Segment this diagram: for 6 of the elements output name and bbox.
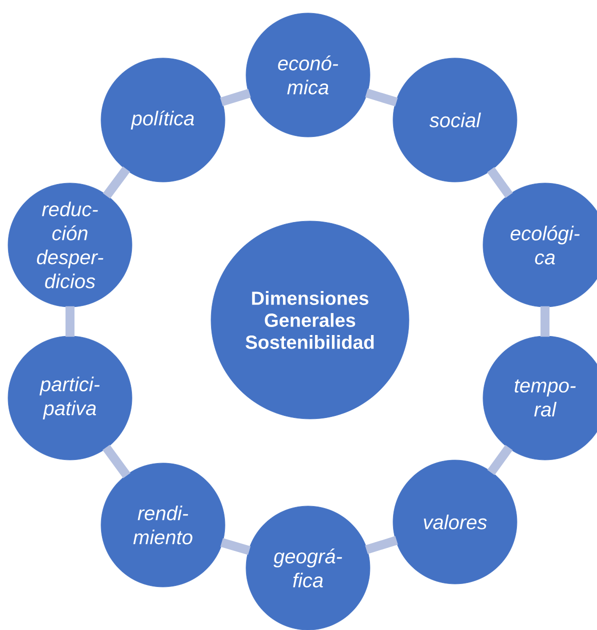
connector — [220, 88, 251, 106]
connector — [102, 166, 130, 199]
connector — [487, 444, 513, 476]
connector — [540, 306, 550, 337]
connector — [102, 444, 130, 478]
connector — [66, 306, 74, 337]
